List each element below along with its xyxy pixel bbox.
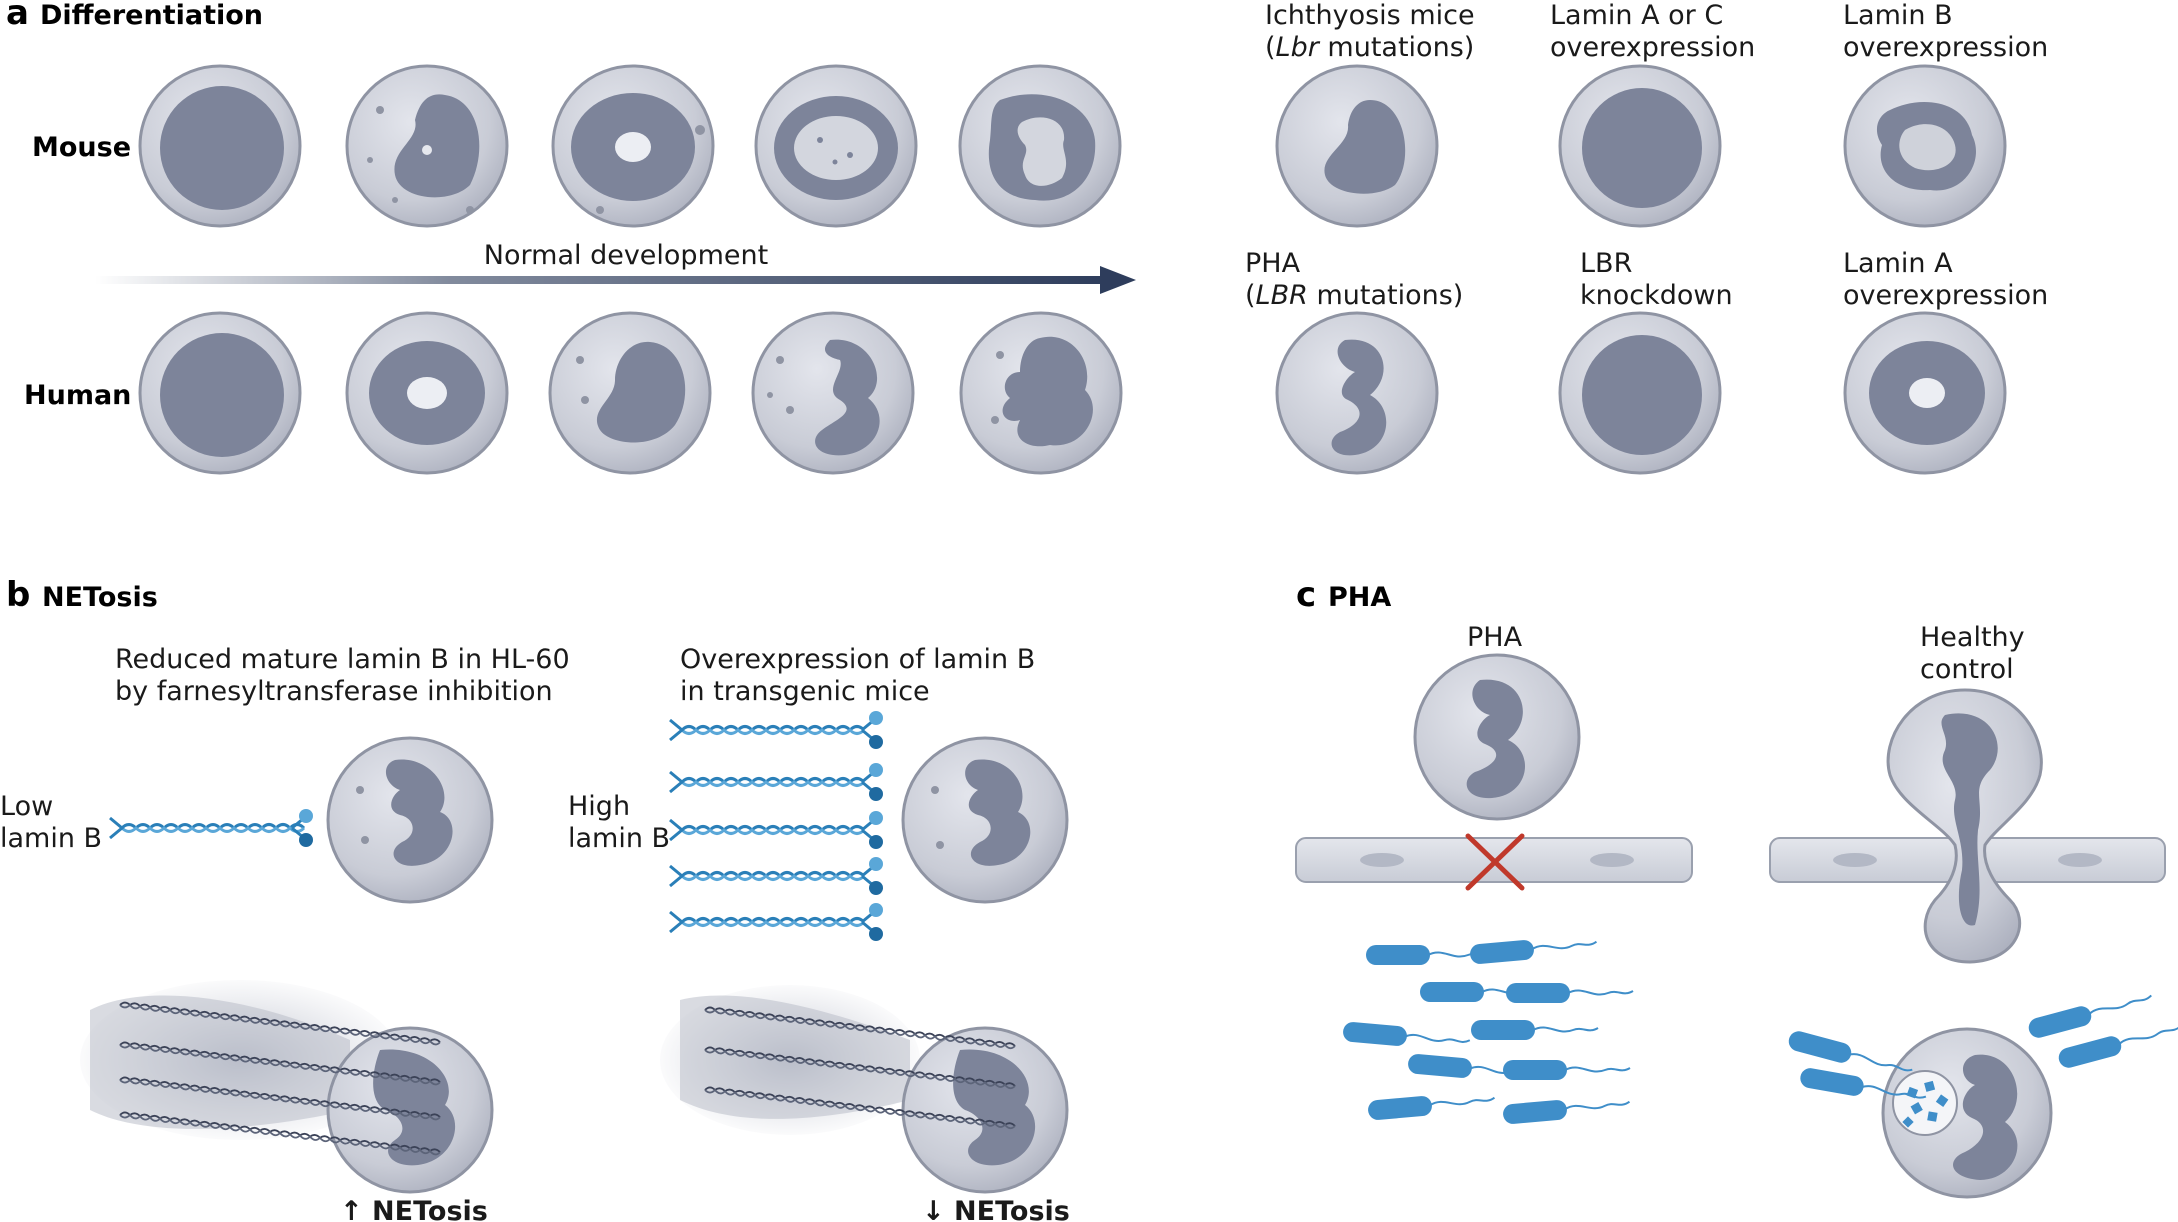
lamin-filaments — [109, 711, 883, 941]
panel-c-letter: c — [1296, 575, 1316, 615]
bacterium — [2028, 994, 2152, 1038]
lamin-filament-low — [109, 809, 313, 847]
panel-a: a Differentiation Mouse Human Normal dev… — [6, 0, 2048, 475]
high-lamin-label-1: High — [568, 791, 630, 822]
mouse-cell-3 — [551, 64, 715, 228]
mouse-cell-1 — [138, 64, 302, 228]
normal-development-arrow: Normal development — [95, 240, 1136, 294]
pha-bacteria — [1343, 940, 1634, 1124]
hl60-cell-top — [326, 736, 494, 904]
condition-label-5b: knockdown — [1580, 280, 1733, 311]
lamin-filament-high-2 — [669, 763, 883, 801]
mouse-cell-4 — [754, 64, 918, 228]
condition-label-4a: PHA — [1245, 248, 1301, 279]
human-cell-3 — [548, 311, 712, 475]
high-lamin-label-2: lamin B — [568, 823, 670, 854]
mouse-cell-2 — [345, 64, 509, 228]
right-caption-1: Overexpression of lamin B — [680, 644, 1035, 675]
bacterium — [1471, 1020, 1599, 1040]
dna-strand — [704, 1046, 1016, 1087]
lamin-filament-high-5 — [669, 903, 883, 941]
panel-c: c PHA PHA Healthy control — [1295, 575, 2178, 1199]
condition-label-3a: Lamin B — [1843, 0, 1953, 31]
mouse-cell-5 — [958, 64, 1122, 228]
bacterium — [1470, 940, 1598, 964]
arrow-head — [1100, 266, 1136, 294]
condition-label-2b: overexpression — [1550, 32, 1755, 63]
dna-strand — [704, 1086, 1016, 1127]
bacterium — [1503, 1060, 1631, 1080]
panel-c-title: PHA — [1328, 582, 1391, 613]
condition-label-2a: Lamin A or C — [1550, 0, 1723, 31]
condition-lamin-a-or-c: Lamin A or C overexpression — [1550, 0, 1755, 228]
condition-pha: PHA (LBR mutations) — [1245, 248, 1463, 475]
condition-ichthyosis: Ichthyosis mice (Lbr mutations) — [1265, 0, 1475, 228]
panel-a-letter: a — [6, 0, 29, 33]
arrow-shaft — [95, 276, 1105, 284]
condition-label-4b: (LBR mutations) — [1245, 280, 1463, 311]
panel-a-title: Differentiation — [40, 0, 263, 31]
right-caption-2: in transgenic mice — [680, 676, 930, 707]
bacterium — [1343, 1022, 1471, 1046]
net-dna-strands-high — [119, 1001, 441, 1156]
bacterium — [1503, 1100, 1631, 1124]
dna-strand — [704, 1006, 1016, 1047]
bacterium — [1788, 1031, 1913, 1072]
panel-b: b NETosis Reduced mature lamin B in HL-6… — [0, 575, 1070, 1222]
netosis-high: ↑ NETosis — [80, 980, 494, 1222]
condition-lamin-b: Lamin B overexpression — [1843, 0, 2048, 228]
pha-label: PHA — [1467, 622, 1523, 653]
bacterium — [1506, 983, 1634, 1003]
row-label-human: Human — [24, 380, 131, 411]
net-dna-strands-low — [704, 1006, 1016, 1130]
lamin-filament-high-3 — [669, 811, 883, 849]
arrow-label: Normal development — [484, 240, 768, 271]
healthy-transmigrating-neutrophil — [1886, 688, 2043, 964]
condition-label-6b: overexpression — [1843, 280, 2048, 311]
low-lamin-label-2: lamin B — [0, 823, 102, 854]
panel-b-letter: b — [6, 575, 30, 615]
netosis-increase-label: ↑ NETosis — [340, 1196, 488, 1222]
blocked-cross-icon — [1465, 833, 1525, 891]
bacterium — [2058, 1024, 2178, 1068]
human-cell-1 — [138, 311, 302, 475]
condition-lamin-a: Lamin A overexpression — [1843, 248, 2048, 475]
bacterium — [1800, 1068, 1927, 1099]
healthy-bacteria — [1788, 994, 2178, 1099]
healthy-label-1: Healthy — [1920, 622, 2025, 653]
low-lamin-label-1: Low — [0, 791, 53, 822]
human-cell-5 — [959, 311, 1123, 475]
transgenic-cell-top — [901, 736, 1069, 904]
netosis-low: ↓ NETosis — [660, 985, 1070, 1222]
healthy-phagocytosing-neutrophil — [1881, 1027, 2053, 1199]
row-label-mouse: Mouse — [32, 132, 131, 163]
human-cell-2 — [345, 311, 509, 475]
pha-neutrophil — [1413, 653, 1581, 821]
healthy-label-2: control — [1920, 654, 2014, 685]
lamin-filament-high-4 — [669, 857, 883, 895]
panel-b-title: NETosis — [42, 582, 158, 613]
left-caption-2: by farnesyltransferase inhibition — [115, 676, 553, 707]
netosis-decrease-label: ↓ NETosis — [922, 1196, 1070, 1222]
left-caption-1: Reduced mature lamin B in HL-60 — [115, 644, 570, 675]
human-cell-4 — [751, 311, 915, 475]
condition-label-3b: overexpression — [1843, 32, 2048, 63]
condition-lbr-knockdown: LBR knockdown — [1558, 248, 1733, 475]
bacterium — [1368, 1096, 1496, 1120]
condition-label-5a: LBR — [1580, 248, 1632, 279]
condition-label-1b: (Lbr mutations) — [1265, 32, 1474, 63]
condition-label-1a: Ichthyosis mice — [1265, 0, 1475, 31]
lamin-filament-high-1 — [669, 711, 883, 749]
condition-label-6a: Lamin A — [1843, 248, 1953, 279]
